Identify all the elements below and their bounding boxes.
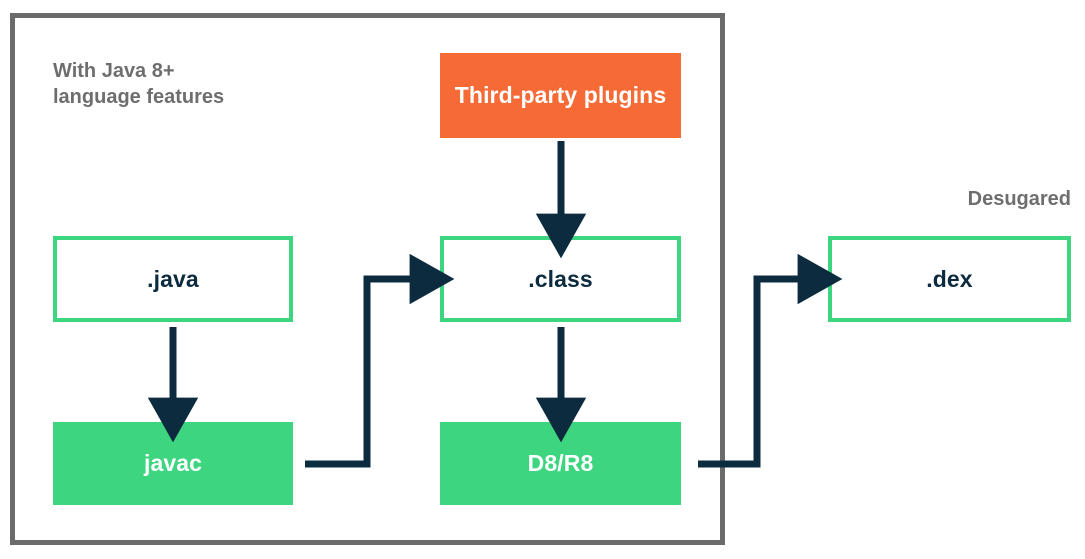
desugared-label: Desugared	[967, 188, 1071, 210]
node-javac[interactable]: javac	[53, 422, 293, 505]
node-dex-file[interactable]: .dex	[828, 236, 1071, 322]
node-third-party-plugins[interactable]: Third-party plugins	[440, 53, 681, 138]
java8-features-label: With Java 8+ language features	[53, 60, 225, 109]
node-d8-r8[interactable]: D8/R8	[440, 422, 681, 505]
node-java-source[interactable]: .java	[53, 236, 293, 322]
node-class-file[interactable]: .class	[440, 236, 681, 322]
